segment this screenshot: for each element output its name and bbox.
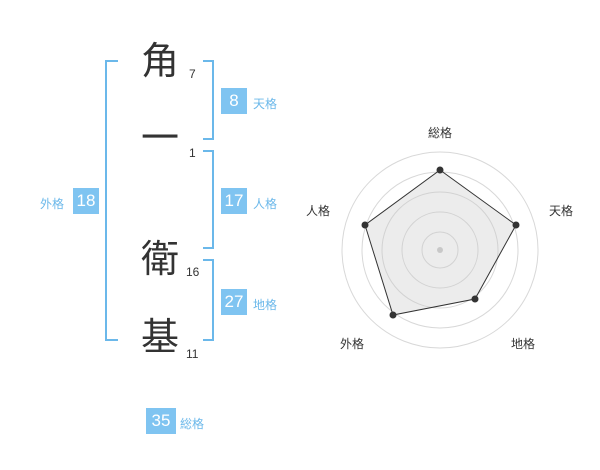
radar-ring-1 — [401, 211, 479, 289]
radar-label-gaikaku: 外格 — [340, 337, 365, 351]
radar-point-jinkaku — [361, 221, 369, 229]
radar-ring-0 — [421, 231, 459, 269]
radar-label-chikaku: 地格 — [511, 337, 536, 351]
soukaku-label: 総格 — [180, 417, 205, 431]
tenkaku-bracket — [203, 60, 214, 140]
radar-point-tenkaku — [512, 221, 520, 229]
radar-label-soukaku: 総格 — [428, 126, 453, 140]
soukaku-value: 35 — [146, 408, 176, 434]
chikaku-value: 27 — [221, 289, 247, 315]
radar-shape — [364, 169, 517, 316]
jinkaku-label: 人格 — [253, 197, 278, 211]
name-char-2: 一 — [141, 116, 180, 160]
radar-label-tenkaku: 天格 — [549, 204, 574, 218]
chikaku-bracket — [203, 259, 214, 341]
gaikaku-label: 外格 — [40, 197, 65, 211]
name-char-1: 角 — [141, 39, 180, 83]
radar-ring-4 — [341, 151, 539, 349]
stroke-count-1: 7 — [189, 67, 196, 81]
radar-point-gaikaku — [389, 311, 397, 319]
chikaku-label: 地格 — [253, 298, 278, 312]
radar-ring-2 — [381, 191, 499, 309]
gaikaku-bracket — [105, 60, 118, 341]
radar-label-jinkaku: 人格 — [306, 204, 331, 218]
gaikaku-value: 18 — [73, 188, 99, 214]
name-char-3: 衛 — [141, 237, 180, 281]
radar-point-soukaku — [436, 166, 444, 174]
radar-point-chikaku — [471, 295, 479, 303]
name-char-4: 基 — [141, 315, 180, 359]
tenkaku-value: 8 — [221, 88, 247, 114]
jinkaku-bracket — [203, 150, 214, 249]
stroke-count-2: 1 — [189, 146, 196, 160]
stroke-count-3: 16 — [186, 265, 200, 279]
tenkaku-label: 天格 — [253, 97, 278, 111]
radar-center — [437, 247, 443, 253]
stroke-count-4: 11 — [186, 347, 199, 361]
jinkaku-value: 17 — [221, 188, 247, 214]
